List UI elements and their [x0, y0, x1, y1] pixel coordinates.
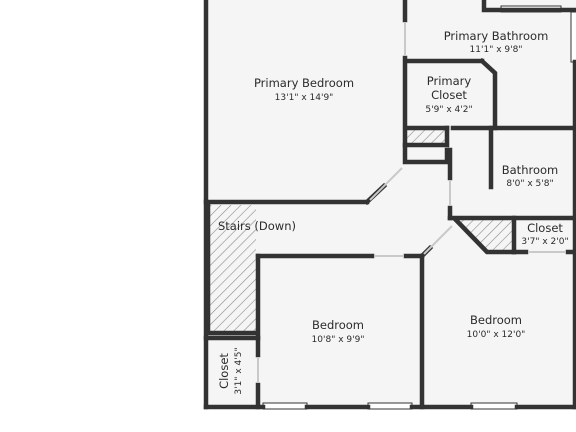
walls	[203, 0, 576, 410]
label-bedroom-right: Bedroom	[470, 313, 522, 327]
label-primary-bathroom: Primary Bathroom	[444, 29, 549, 43]
label-bathroom: Bathroom	[502, 163, 558, 177]
dims-closet-left: 3'1" x 4'5"	[234, 347, 244, 394]
wall-closet-hatch-box	[404, 125, 450, 148]
window-primary-bath-side	[570, 11, 576, 63]
label-stairs: Stairs (Down)	[218, 219, 296, 233]
dims-closet-right: 3'7" x 2'0"	[521, 237, 568, 247]
room-labels: Primary Bedroom 13'1" x 14'9" Primary Ba…	[217, 29, 569, 395]
wall-stairs-left	[205, 202, 259, 336]
stairs-hatch	[208, 205, 256, 333]
dims-primary-closet: 5'9" x 4'2"	[425, 105, 472, 115]
label-closet-left: Closet	[217, 353, 231, 389]
door-hall-bath	[423, 225, 453, 255]
door-primary-bedroom	[369, 167, 403, 201]
window-bedroom-bottom-mid	[367, 402, 413, 410]
bathroom-hatch	[456, 218, 514, 252]
label-primary-closet-line1: Primary	[427, 74, 472, 88]
wall-hatch-diagonal	[452, 216, 517, 255]
window-bedroom-bottom-left	[262, 402, 308, 410]
window-bedroom-bottom-right	[470, 402, 518, 410]
dims-primary-bathroom: 11'1" x 9'8"	[470, 45, 523, 55]
dims-bathroom: 8'0" x 5'8"	[506, 179, 553, 189]
dims-bedroom-right: 10'0" x 12'0"	[467, 330, 526, 340]
wall-primary-closet-corner	[478, 57, 498, 131]
dims-primary-bedroom: 13'1" x 14'9"	[275, 93, 334, 103]
dims-bedroom-center: 10'8" x 9'9"	[312, 335, 365, 345]
doors	[257, 22, 566, 383]
label-closet-right: Closet	[527, 221, 563, 235]
hatched-areas	[208, 128, 514, 333]
label-primary-closet-line2: Closet	[431, 88, 467, 102]
closet-wall-hatch	[407, 128, 447, 145]
wall-top-bath	[481, 0, 576, 13]
wall-hall-step	[402, 142, 450, 165]
label-bedroom-center: Bedroom	[312, 318, 364, 332]
label-primary-bedroom: Primary Bedroom	[254, 76, 354, 90]
